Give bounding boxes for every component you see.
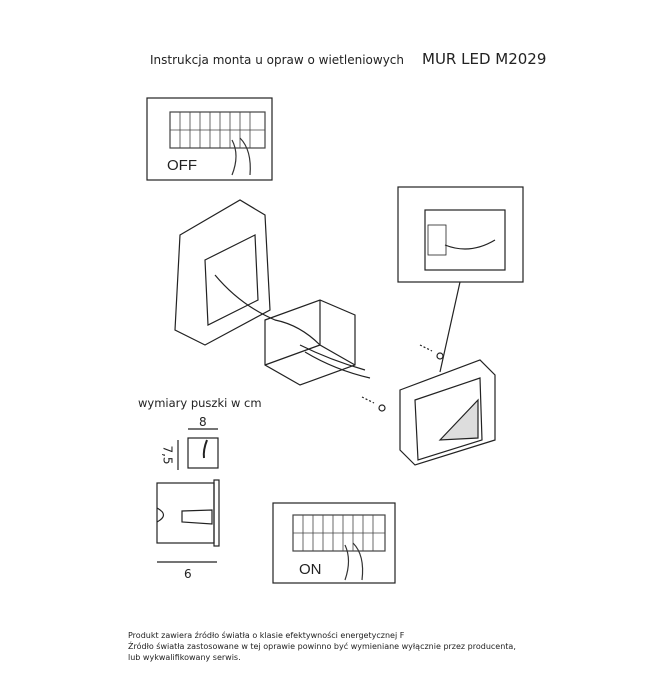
dimension-depth: 6: [184, 567, 192, 581]
box-dimension-drawing: [156, 428, 220, 563]
on-label: ON: [299, 561, 322, 578]
footer-line: Źródło światła zastosowane w tej oprawie…: [128, 642, 516, 651]
footer-line: Produkt zawiera źródło światła o klasie …: [128, 631, 405, 640]
title-text: Instrukcja monta u opraw o wietleniowych: [150, 53, 405, 67]
off-label: OFF: [167, 157, 197, 174]
connection-detail: [397, 186, 524, 373]
dimension-width: 8: [199, 415, 207, 429]
led-fixture: [399, 359, 496, 466]
mounting-box: [264, 299, 371, 386]
dimension-height: 7,5: [160, 445, 175, 465]
breaker-panel-on: [272, 502, 396, 584]
page-title: Instrukcja monta u opraw o wietleniowych…: [150, 50, 546, 68]
footer-notes: Produkt zawiera źródło światła o klasie …: [128, 630, 516, 663]
dimensions-label: wymiary puszki w cm: [138, 396, 262, 410]
breaker-panel-off: [146, 97, 273, 181]
footer-line: lub wykwalifikowany serwis.: [128, 653, 241, 662]
model-name: MUR LED M2029: [422, 50, 547, 68]
wall-recess: [174, 199, 321, 346]
